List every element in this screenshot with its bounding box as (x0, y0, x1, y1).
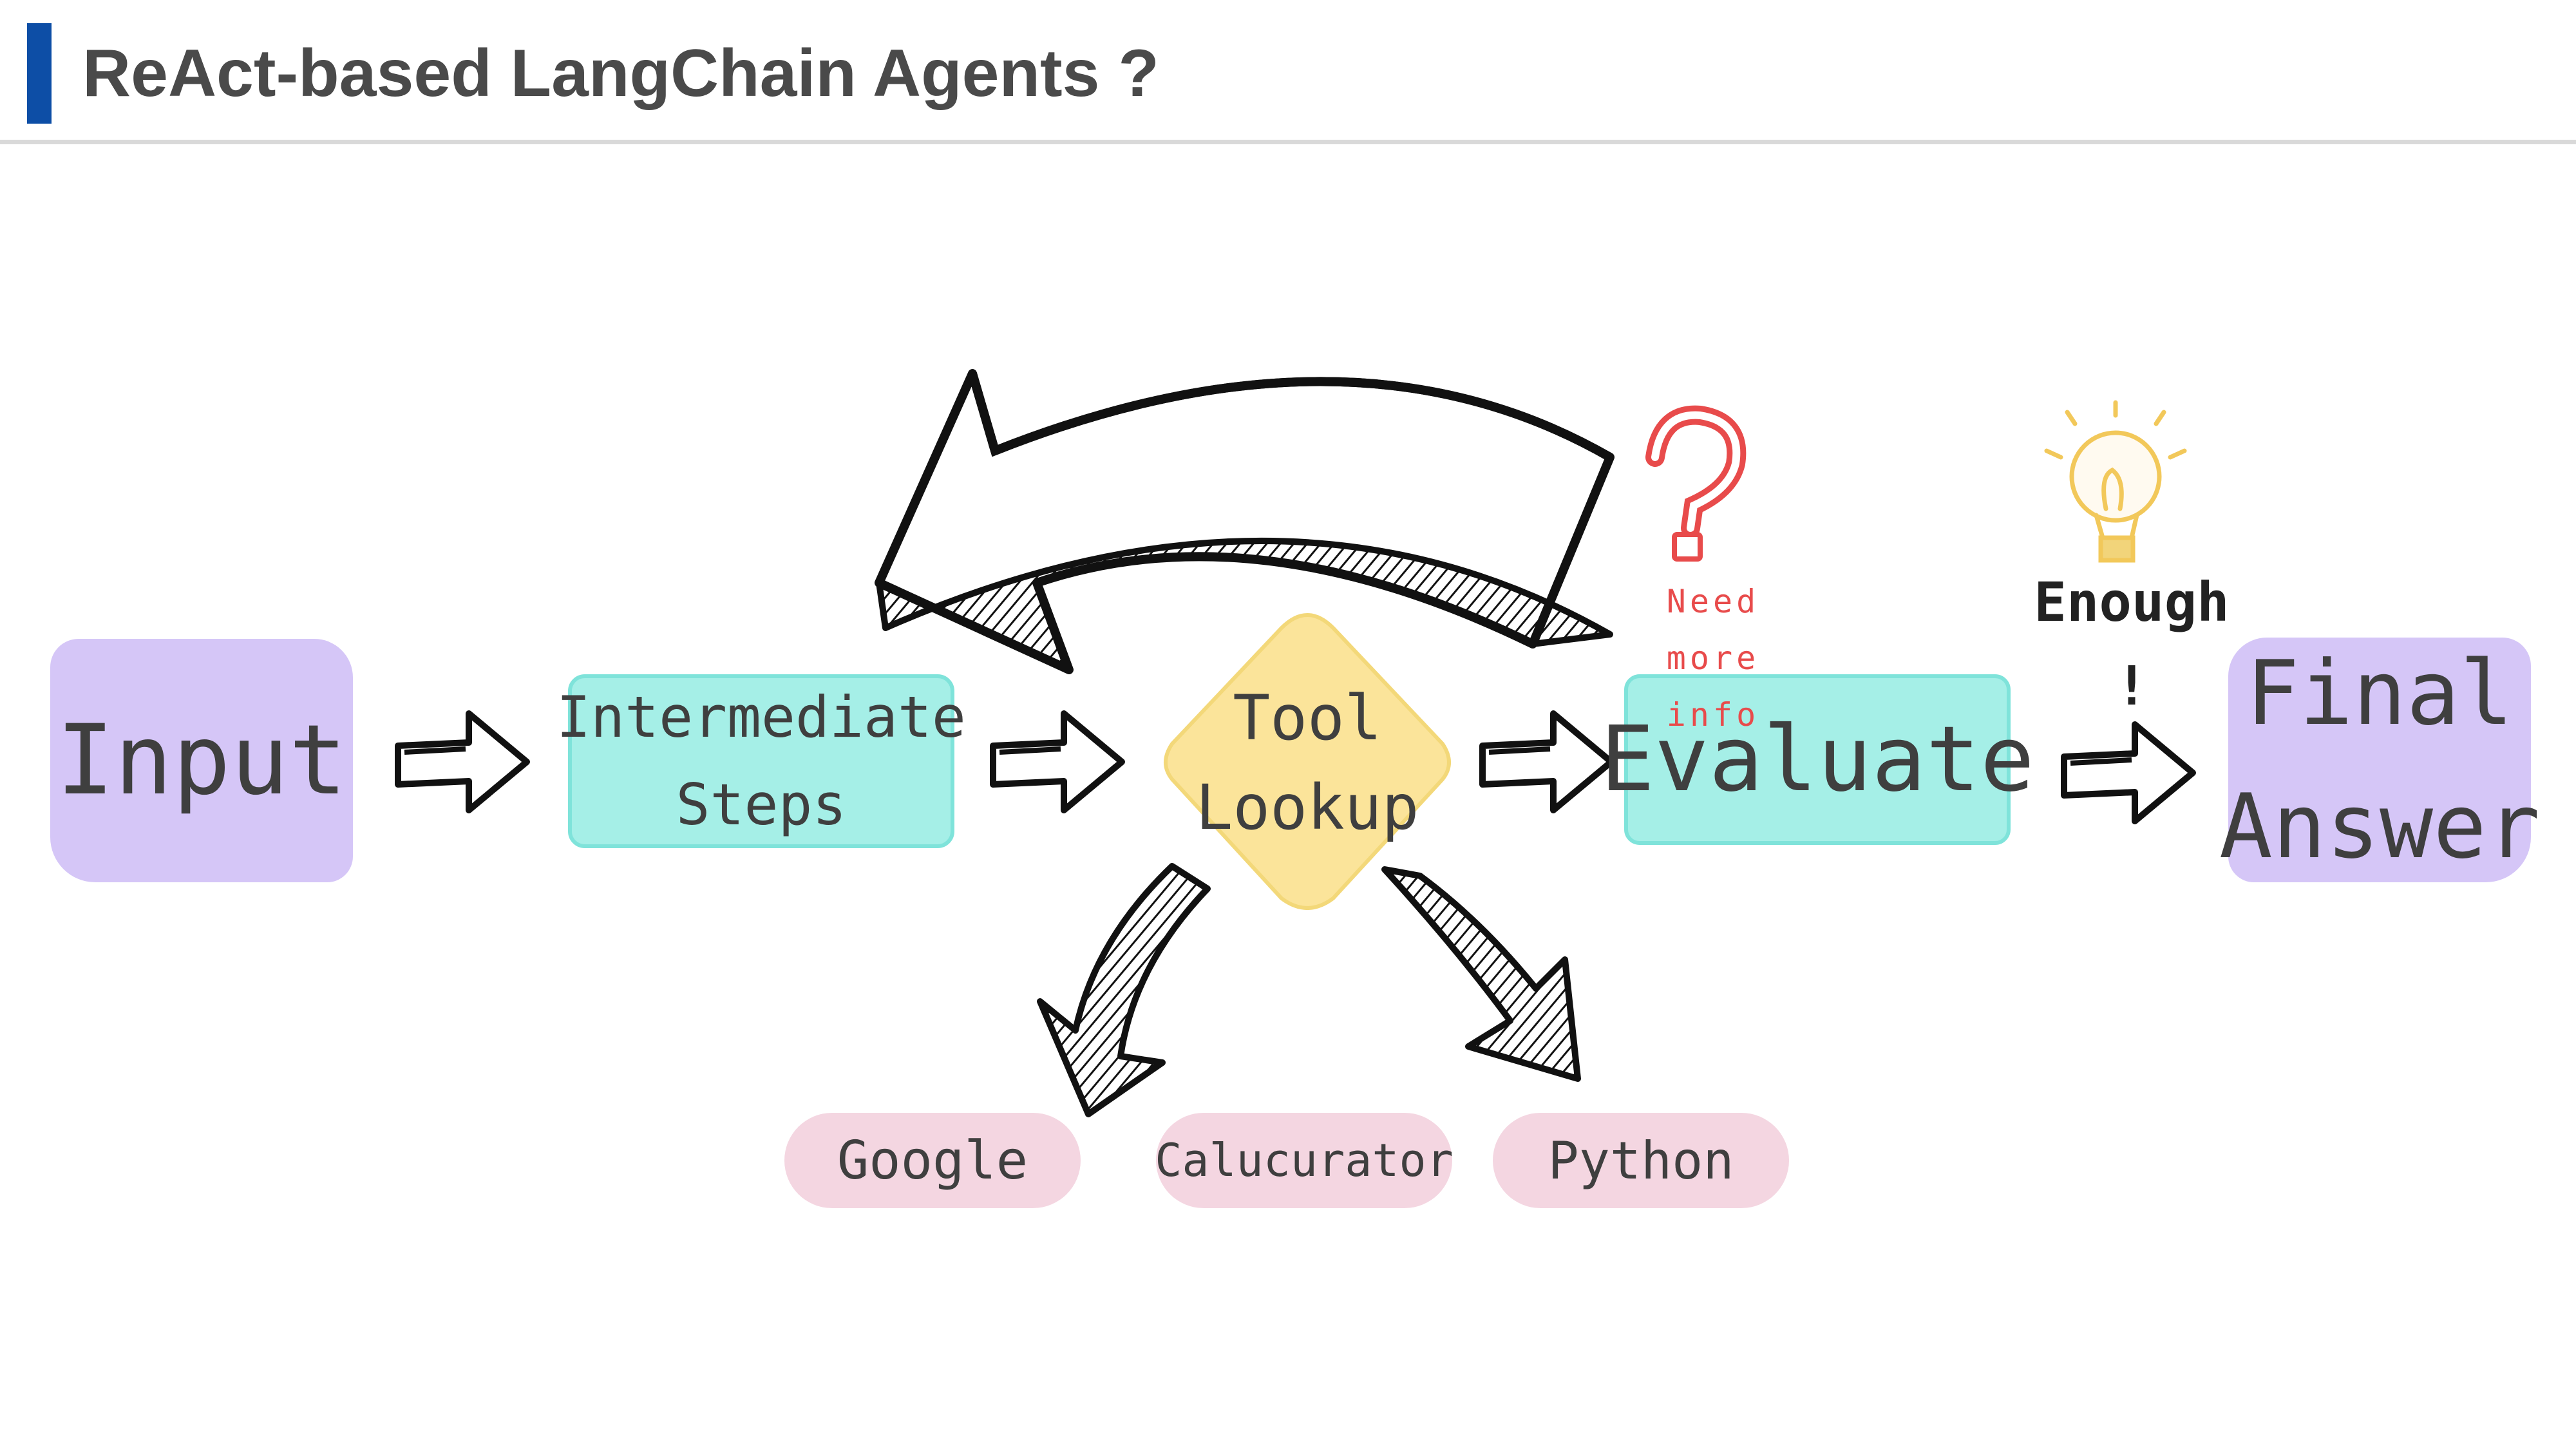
intermediate-label-line1: Intermediate (556, 683, 966, 750)
final-label-line2: Answer (2219, 775, 2541, 878)
input-node: Input (50, 639, 353, 882)
tool-pill-python: Python (1493, 1113, 1789, 1208)
tool-pill-label: Calucurator (1155, 1134, 1454, 1187)
tool-label-line2: Lookup (1195, 772, 1419, 844)
intermediate-label-line2: Steps (676, 772, 847, 838)
arrow-tool-to-google (1037, 863, 1211, 1117)
final-label-line1: Final (2246, 641, 2514, 745)
tool-pill-label: Google (837, 1130, 1028, 1191)
tool-pill-google: Google (784, 1113, 1081, 1208)
tool-lookup-text: Tool Lookup (1153, 609, 1462, 918)
tool-pill-calculator: Calucurator (1155, 1113, 1454, 1208)
need-more-info-line1: Need more (1666, 583, 1760, 677)
input-label: Input (56, 705, 347, 817)
evaluate-label: Evaluate (1600, 707, 2035, 812)
header-accent-bar (27, 23, 52, 124)
tool-pill-label: Python (1548, 1130, 1734, 1191)
tool-label-line1: Tool (1233, 681, 1382, 754)
arrow-evaluate-to-final (2061, 721, 2196, 824)
header: ReAct-based LangChain Agents ? (0, 0, 2576, 144)
enough-annotation: Enough ! (2016, 560, 2248, 728)
evaluate-node: Evaluate (1600, 674, 2034, 845)
final-answer-node: Final Answer (2219, 638, 2540, 882)
arrow-tool-to-python (1381, 866, 1581, 1082)
tool-lookup-diamond (1164, 612, 1451, 910)
enough-line1: Enough (2034, 571, 2230, 634)
lightbulb-icon (2044, 400, 2187, 563)
arrow-steps-to-tool (990, 710, 1125, 813)
arrow-input-to-steps (395, 710, 530, 813)
loop-back-arrow (875, 369, 1615, 674)
need-more-info-line2: info (1666, 696, 1760, 734)
page-title: ReAct-based LangChain Agents ? (82, 36, 1159, 111)
enough-line2: ! (2115, 654, 2148, 717)
need-more-info-annotation: Need more info (1610, 573, 1816, 743)
intermediate-steps-node: Intermediate Steps (556, 674, 966, 848)
tool-lookup-node: Tool Lookup (1153, 609, 1462, 918)
question-mark-icon (1645, 405, 1747, 562)
arrow-tool-to-evaluate (1479, 710, 1615, 813)
